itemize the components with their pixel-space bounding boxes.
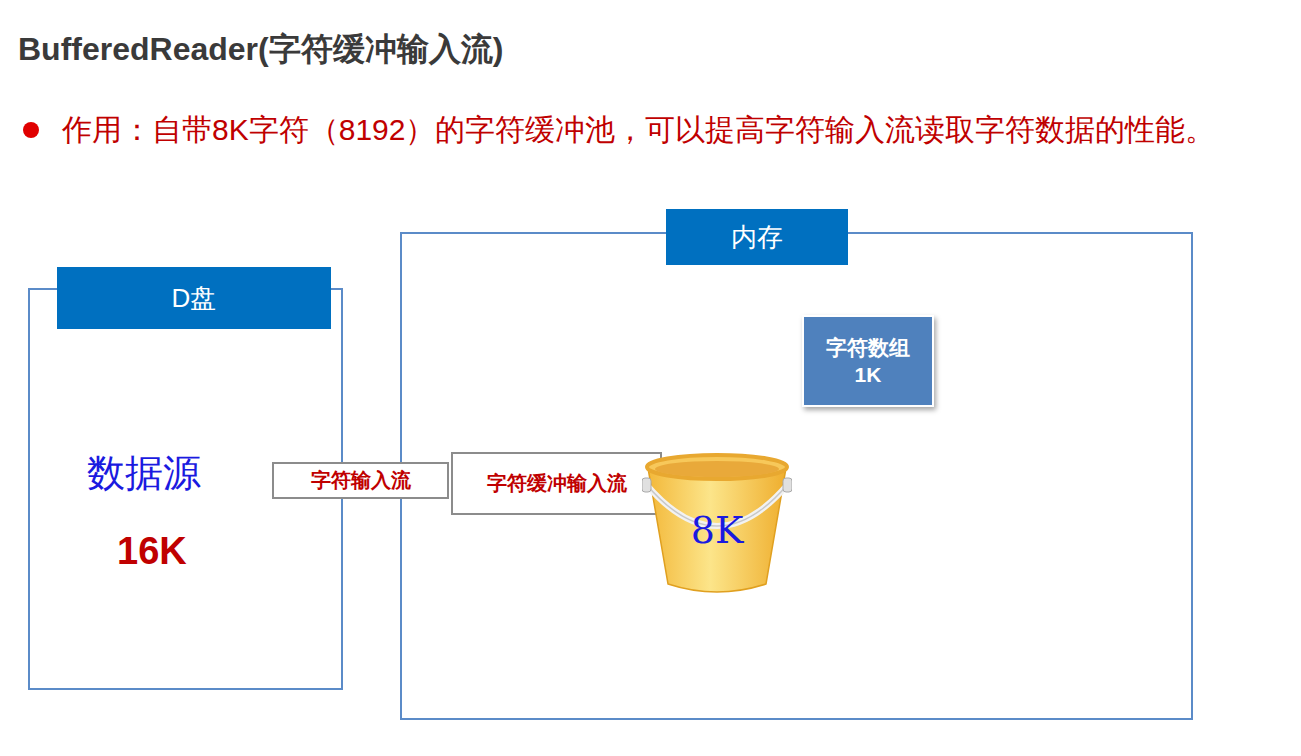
char-array-box: 字符数组 1K bbox=[802, 315, 934, 407]
region-header: 内存 bbox=[666, 209, 848, 265]
bullet-dot bbox=[23, 122, 39, 138]
buffer-bucket: 8K bbox=[642, 450, 792, 597]
reader-stream-box: 字符输入流 bbox=[272, 462, 449, 499]
buffer-size-text: 8K bbox=[642, 508, 792, 552]
stream-text: 字符输入流 bbox=[311, 467, 411, 494]
buffered-stream-box: 字符缓冲输入流 bbox=[451, 452, 662, 515]
memory-region: 内存字符数组 1K字符缓冲输入流8K bbox=[400, 232, 1193, 720]
stream-text: 字符缓冲输入流 bbox=[487, 470, 627, 497]
slide-title: BufferedReader(字符缓冲输入流) bbox=[18, 28, 503, 72]
data-source-text: 数据源 bbox=[87, 448, 201, 499]
bullet-note: 作用：自带8K字符（8192）的字符缓冲池，可以提高字符输入流读取字符数据的性能… bbox=[62, 110, 1215, 151]
region-header: D盘 bbox=[57, 267, 331, 329]
char-array-text: 字符数组 1K bbox=[820, 334, 916, 389]
size-text: 16K bbox=[117, 530, 187, 573]
